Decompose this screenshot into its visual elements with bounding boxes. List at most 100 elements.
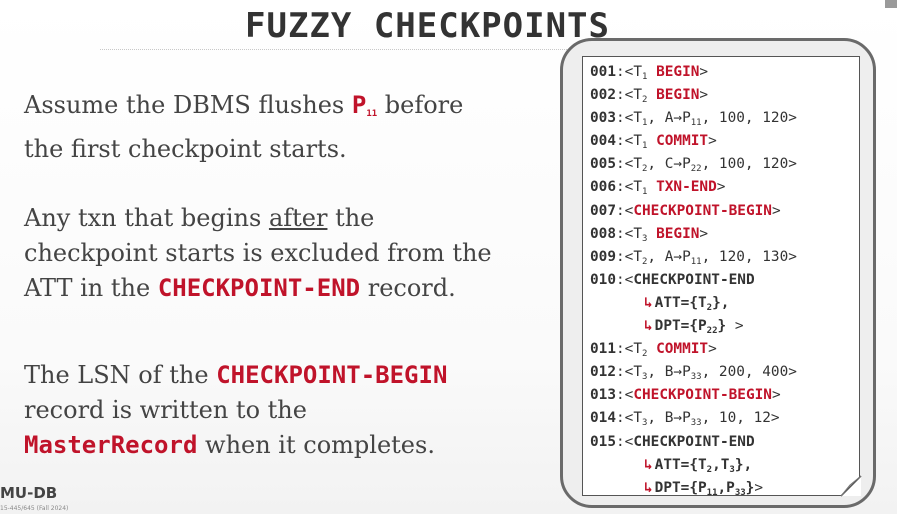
- text: :<T: [616, 133, 642, 150]
- record-type: BEGIN: [656, 225, 700, 242]
- text: , 10, 12>: [701, 410, 780, 427]
- text: when it completes.: [197, 431, 435, 459]
- log-record: 010:<CHECKPOINT-END: [590, 269, 858, 292]
- log-record: 004:<T1 COMMIT>: [590, 130, 858, 153]
- slide-title: FUZZY CHECKPOINTS: [245, 6, 610, 46]
- page-subscript: 11: [706, 487, 718, 498]
- text: >: [726, 318, 744, 335]
- lsn: 006: [590, 179, 616, 196]
- log-record: 003:<T1, A→P11, 100, 120>: [590, 107, 858, 130]
- checkpoint-end-keyword: CHECKPOINT-END: [157, 274, 361, 302]
- record-type: BEGIN: [656, 87, 700, 104]
- text: , A→P: [647, 248, 691, 265]
- log-record-continuation: ↳ATT={T2,T3},: [590, 454, 858, 477]
- text: :<T: [616, 179, 642, 196]
- text: :<T: [616, 64, 642, 80]
- underlined-text: after: [268, 204, 328, 232]
- text: }: [745, 479, 755, 496]
- record-type: BEGIN: [656, 64, 700, 80]
- checkpoint-begin-keyword: CHECKPOINT-BEGIN: [216, 361, 448, 389]
- lsn: 009: [590, 248, 616, 265]
- text: , C→P: [647, 156, 691, 173]
- page-subscript: 33: [734, 487, 746, 498]
- text: >: [716, 179, 726, 196]
- course-logo: MU-DB: [0, 484, 58, 502]
- text: :<T: [616, 410, 642, 427]
- lsn: 005: [590, 156, 616, 173]
- text: , A→P: [647, 110, 691, 127]
- txn-subscript: 2: [642, 256, 648, 267]
- text: [647, 341, 656, 357]
- text: :<: [616, 271, 634, 288]
- att-label: ATT={T: [654, 456, 707, 473]
- record-type: COMMIT: [656, 341, 709, 358]
- log-record: 006:<T1 TXN-END>: [590, 176, 858, 199]
- dpt-label: DPT={P: [654, 479, 707, 496]
- lsn: 002: [590, 87, 616, 104]
- log-record: 012:<T3, B→P33, 200, 400>: [590, 361, 858, 384]
- log-record: 008:<T3 BEGIN>: [590, 223, 858, 246]
- lsn: 013: [590, 387, 616, 404]
- text: P: [351, 91, 367, 119]
- text: , 200, 400>: [701, 364, 797, 381]
- lsn: 004: [590, 133, 616, 150]
- log-record: 009:<T2, A→P11, 120, 130>: [590, 246, 858, 269]
- record-type: COMMIT: [656, 133, 709, 150]
- text: :<: [616, 433, 634, 450]
- text: :<: [616, 387, 634, 404]
- text: :<T: [616, 341, 642, 358]
- text: :<T: [616, 248, 642, 265]
- text: }: [717, 318, 727, 335]
- log-record: 002:<T2 BEGIN>: [590, 84, 858, 107]
- lsn: 015: [590, 433, 616, 450]
- page-subscript: 22: [690, 164, 702, 175]
- txn-subscript: 3: [642, 233, 648, 244]
- text: >: [708, 341, 717, 358]
- log-record-continuation: ↳ATT={T2},: [590, 292, 858, 315]
- text: ,T: [712, 456, 730, 473]
- paragraph-lsn: The LSN of the CHECKPOINT-BEGIN record i…: [24, 358, 544, 463]
- text: , B→P: [647, 410, 691, 427]
- text: the first checkpoint starts.: [24, 135, 347, 163]
- text: :<T: [616, 110, 642, 127]
- text: Assume the DBMS flushes: [24, 91, 352, 119]
- text: Any txn that begins: [24, 204, 269, 232]
- paragraph-att: Any txn that begins after the checkpoint…: [24, 201, 544, 306]
- text: :<T: [616, 364, 642, 381]
- text: , 100, 120>: [701, 156, 797, 173]
- text: record.: [360, 274, 456, 302]
- text: [647, 87, 656, 103]
- text: the: [327, 204, 375, 232]
- text: :<T: [616, 225, 642, 242]
- record-type: CHECKPOINT-BEGIN: [633, 387, 772, 404]
- lsn: 003: [590, 110, 616, 127]
- title-divider: [100, 49, 655, 50]
- txn-subscript: 1: [642, 187, 648, 198]
- txn-subscript: 1: [642, 72, 648, 82]
- text: >: [699, 225, 709, 242]
- log-record: 001:<T1 BEGIN>: [590, 61, 858, 84]
- log-record: 015:<CHECKPOINT-END: [590, 431, 858, 454]
- page-subscript: 11: [690, 256, 702, 267]
- explanation-text: Assume the DBMS flushes P11 before the f…: [24, 88, 544, 463]
- text: The LSN of the: [24, 361, 217, 389]
- corner-marker: [885, 0, 897, 8]
- continuation-arrow-icon: ↳: [644, 294, 653, 311]
- lsn: 011: [590, 341, 616, 358]
- text: >: [699, 87, 709, 104]
- page-fold-icon: [840, 475, 862, 497]
- page-subscript: 33: [690, 372, 702, 383]
- continuation-arrow-icon: ↳: [644, 318, 653, 335]
- log-record: 005:<T2, C→P22, 100, 120>: [590, 153, 858, 176]
- paragraph-flush: Assume the DBMS flushes P11 before the f…: [24, 88, 544, 167]
- lsn: 008: [590, 225, 616, 242]
- text: ATT in the: [24, 274, 158, 302]
- text: :<: [616, 202, 634, 219]
- text: >: [699, 64, 709, 80]
- txn-subscript: 1: [642, 141, 648, 152]
- txn-subscript: 2: [642, 164, 648, 175]
- txn-subscript: 2: [642, 349, 648, 360]
- text: >: [708, 133, 717, 150]
- text: , 120, 130>: [701, 248, 797, 265]
- txn-subscript: 2: [642, 95, 648, 106]
